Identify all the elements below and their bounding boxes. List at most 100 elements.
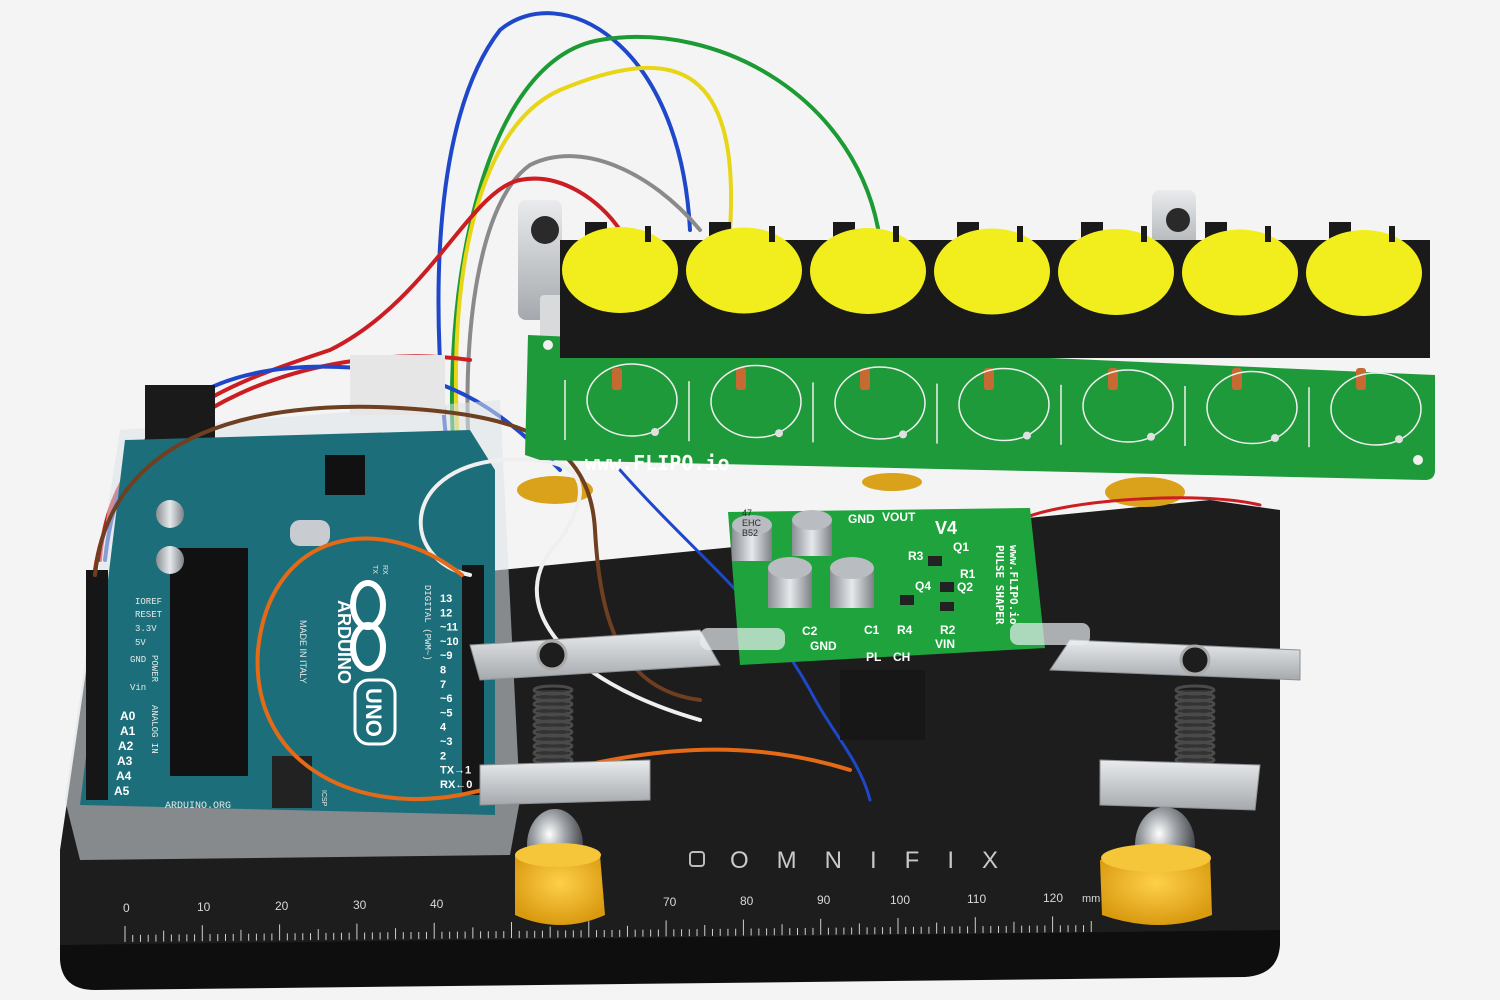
ruler-label-0: 0 — [123, 901, 130, 915]
flipo-disc-pin — [1389, 226, 1395, 242]
pin-label-a3: A3 — [117, 754, 133, 768]
pcb-side-url: www.FLIPO.io — [1007, 545, 1020, 625]
ruler-unit: mm — [1082, 893, 1100, 905]
flipo-disc — [810, 228, 926, 314]
label-icsp: ICSP — [320, 790, 327, 807]
flipo-coil-outline — [834, 366, 926, 440]
cap-text-line3: B52 — [742, 528, 758, 538]
flipo-disc — [1182, 229, 1298, 316]
knob-back-mid — [862, 473, 922, 491]
label-rx: RX — [381, 565, 388, 575]
pcb-label-r4: R4 — [897, 623, 913, 637]
ruler-label-80: 80 — [740, 894, 754, 908]
wire-red-right — [1018, 496, 1262, 522]
flipo-discs — [562, 222, 1422, 390]
flipo-disc-pin — [645, 226, 651, 242]
flipo-disc-pin — [769, 226, 775, 242]
pcb-label-version: V4 — [935, 518, 957, 538]
pcb-label-gnd-bottom: GND — [810, 639, 837, 653]
back-left-post — [518, 200, 566, 355]
smd-transistor — [900, 595, 914, 605]
ruler-label-70: 70 — [663, 895, 677, 909]
flipo-coil-outline — [958, 367, 1050, 442]
pcb-label-r1: R1 — [960, 567, 976, 581]
pin-label-digital-8: ~5 — [440, 707, 453, 719]
flipo-coil-outline — [1330, 372, 1422, 446]
pulse-shaper-board: 47 EHC B52 GND VOUT V4 Q1 R3 R1 Q4 Q2 C2… — [728, 508, 1045, 740]
pin-label-digital-13: RX←0 — [440, 779, 472, 791]
flipo-disc-pin — [1017, 226, 1023, 242]
arduino-usb-chip — [325, 455, 365, 495]
pin-label-reset: RESET — [135, 610, 163, 620]
pin-label-gnd: GND — [130, 655, 146, 665]
knob-back-right — [1105, 477, 1185, 507]
pin-label-digital-5: 8 — [440, 665, 446, 677]
pcb-label-vin: VIN — [935, 637, 955, 651]
ruler-label-100: 100 — [890, 893, 910, 907]
pcb-side-name: PULSE SHAPER — [993, 545, 1006, 625]
flipo-disc-pin — [1265, 226, 1271, 242]
flipo-pcb-silkscreen — [564, 363, 1422, 448]
arduino-capacitor — [156, 500, 184, 528]
brand-name: OMNIFIX — [730, 847, 1026, 874]
pcb-label-r2: R2 — [940, 623, 956, 637]
arduino-mcu-chip — [170, 548, 248, 776]
pin-label-power: POWER — [149, 655, 159, 683]
clip-right — [1010, 623, 1090, 645]
brand-mark: OMNIFIX — [689, 847, 1026, 874]
pin-label-3v3: 3.3V — [135, 624, 157, 634]
pin-label-5v: 5V — [135, 638, 146, 648]
shaper-pin-header — [840, 670, 925, 740]
flipo-coil-outline — [710, 364, 802, 439]
holder-left — [469, 629, 721, 925]
flipo-coil — [984, 368, 994, 390]
pcb-label-vout: VOUT — [882, 510, 916, 524]
flipo-disc-pin — [1141, 226, 1147, 242]
flipo-solder-pad — [899, 430, 907, 439]
pin-label-a2: A2 — [118, 739, 134, 753]
arduino-crystal — [290, 520, 330, 546]
holder-right — [1049, 639, 1301, 925]
flipo-disc — [1306, 230, 1422, 316]
pin-label-analog-in: ANALOG IN — [149, 705, 159, 754]
label-tx: TX — [371, 565, 378, 574]
flipo-solder-pad — [1271, 434, 1279, 442]
arduino-model: UNO — [361, 688, 386, 737]
pcb-label-r3: R3 — [908, 549, 924, 563]
cap-text-line2: EHC — [742, 518, 762, 528]
ruler-label-90: 90 — [817, 893, 831, 907]
flipo-disc-pin — [893, 226, 899, 242]
arduino-brand: ARDUINO — [334, 600, 354, 684]
flipo-coil — [860, 368, 870, 390]
ruler: 0 10 20 30 40 70 80 90 100 110 120 mm — [123, 891, 1100, 942]
ruler-label-10: 10 — [197, 900, 211, 914]
flipo-disc — [562, 227, 678, 313]
ruler-label-120: 120 — [1043, 891, 1063, 905]
flipo-coil — [736, 368, 746, 390]
pin-label-a0: A0 — [120, 709, 136, 723]
flipo-coil-outline — [1206, 370, 1298, 445]
ruler-label-40: 40 — [430, 897, 444, 911]
pin-label-digital-7: ~6 — [440, 693, 453, 705]
flipo-solder-pad — [1023, 431, 1031, 440]
mounting-hole — [1413, 455, 1423, 465]
arduino-right-header — [462, 565, 484, 795]
flipo-coil — [612, 368, 622, 390]
ruler-label-20: 20 — [275, 899, 289, 913]
flipo-disc — [686, 227, 802, 314]
flipo-coil-outline — [1082, 369, 1174, 443]
smd-transistor — [940, 582, 954, 592]
flipo-coil — [1356, 368, 1366, 390]
pcb-label-pl: PL — [866, 650, 881, 664]
arduino-capacitor — [156, 546, 184, 574]
flipo-coil — [1232, 368, 1242, 390]
flipo-coil-outline — [586, 363, 678, 437]
pcb-label-c1: C1 — [864, 623, 880, 637]
pin-label-ioref: IOREF — [135, 597, 162, 607]
wire-brown — [93, 404, 702, 702]
flipo-solder-pad — [1147, 432, 1155, 441]
pin-label-a4: A4 — [116, 769, 132, 783]
ruler-label-110: 110 — [967, 892, 986, 906]
